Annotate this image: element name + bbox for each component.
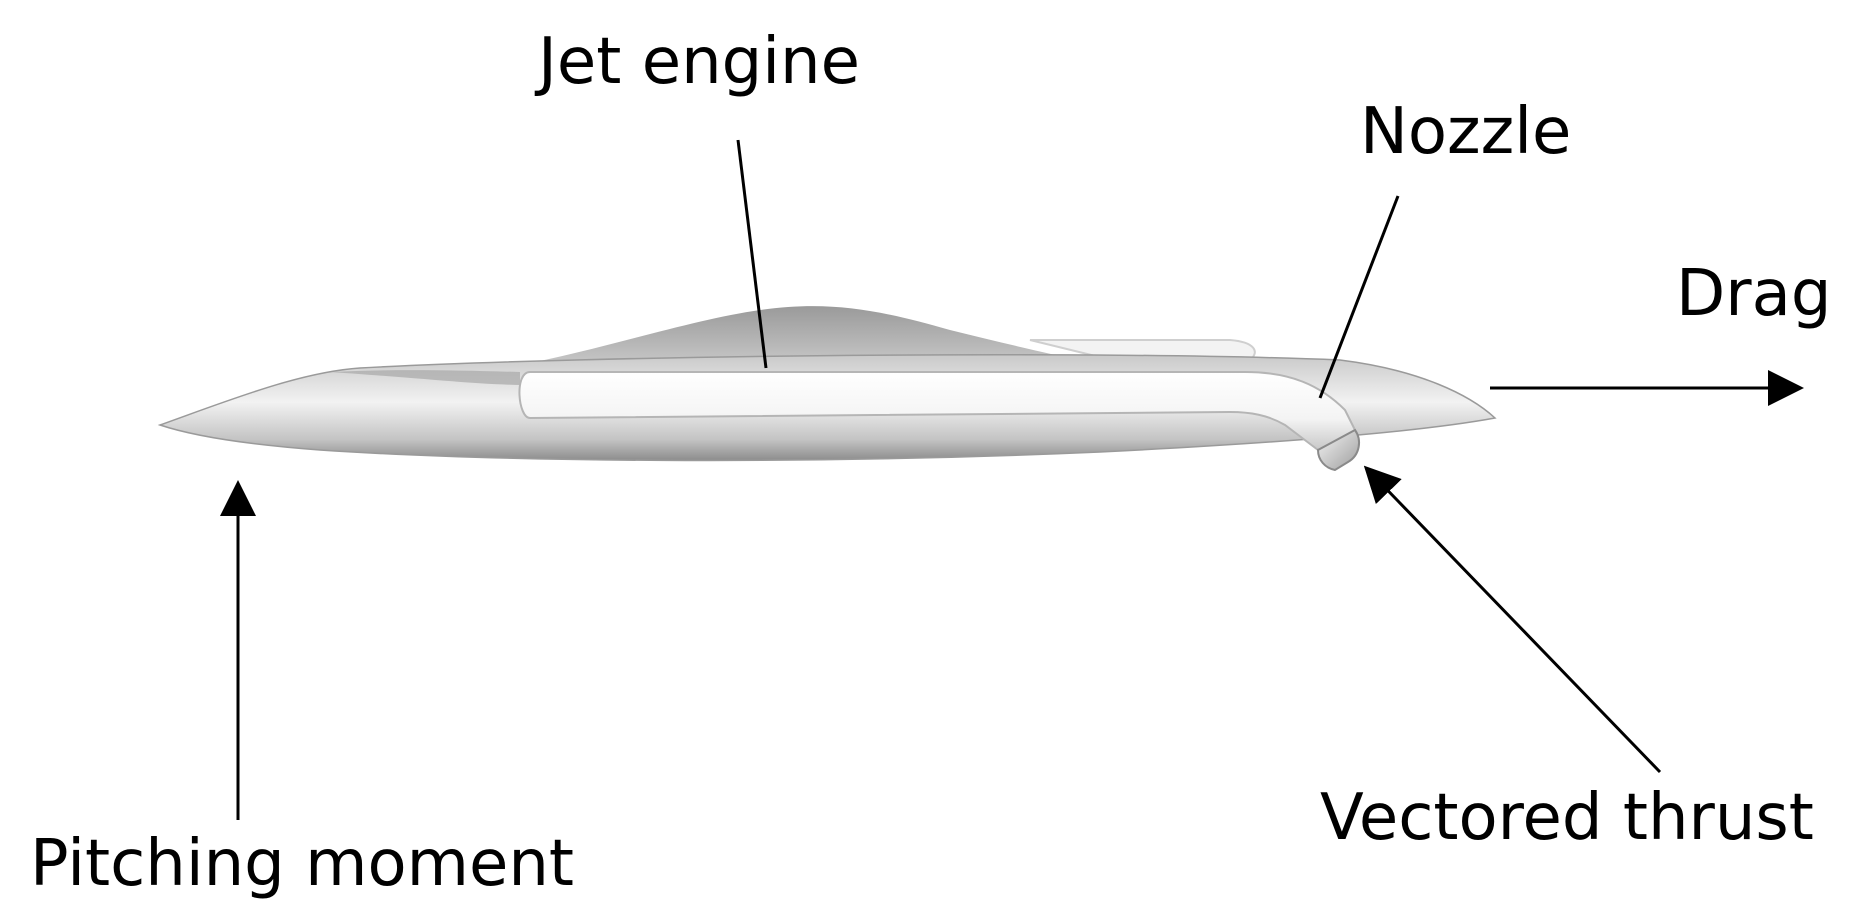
engine-tube [518, 371, 1357, 452]
vectored-thrust-label: Vectored thrust [1320, 781, 1814, 855]
pitching-moment-label: Pitching moment [30, 827, 574, 901]
nozzle-exit [1316, 428, 1361, 472]
nozzle-label: Nozzle [1360, 95, 1572, 169]
wing-ridge [330, 370, 520, 385]
drag-label: Drag [1676, 257, 1832, 331]
jet-engine-label: Jet engine [538, 25, 860, 99]
nozzle-leader [1318, 195, 1400, 399]
vectored-thrust-arrow [1363, 465, 1662, 774]
jet-engine-leader [736, 139, 768, 369]
